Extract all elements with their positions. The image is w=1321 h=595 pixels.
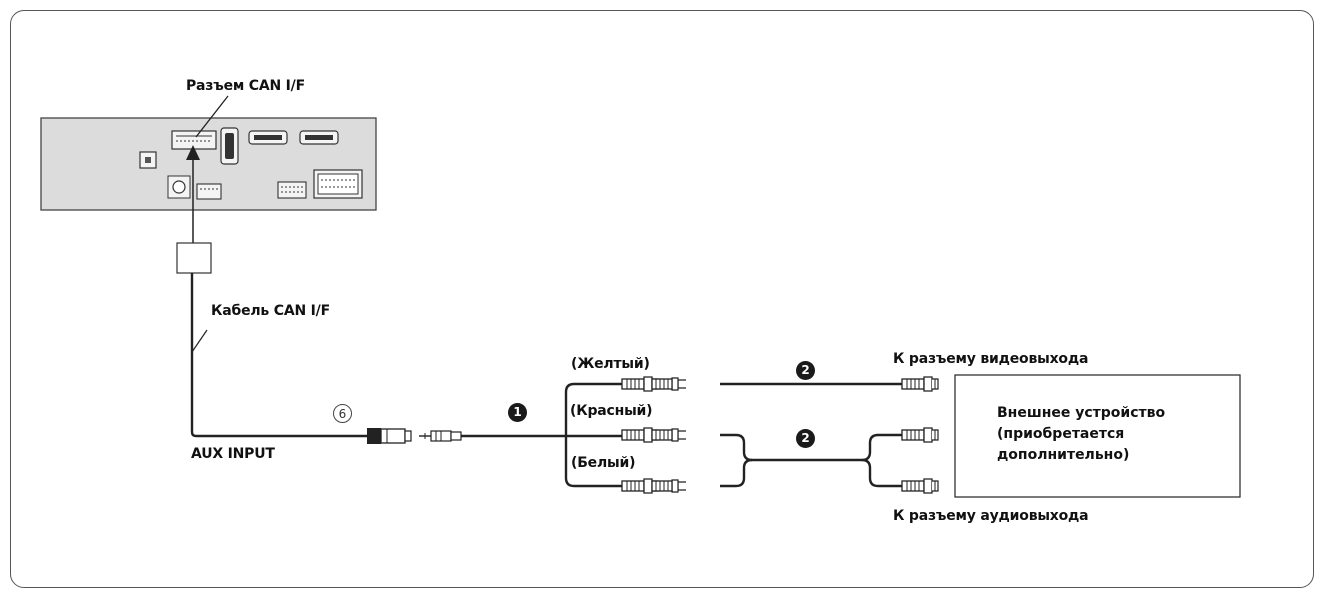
external-device-box (954, 374, 1241, 498)
red-label: (Красный) (570, 403, 653, 419)
aux-input-label: AUX INPUT (191, 446, 275, 462)
mini-plug (419, 430, 566, 442)
external-device-line2: (приобретается (997, 426, 1125, 442)
video-cable-callout: 2 (796, 361, 815, 380)
audio-out-label: К разъему аудиовыхода (893, 508, 1089, 524)
external-device-line1: Внешнее устройство (997, 405, 1166, 421)
external-device-line3: дополнительно) (997, 447, 1130, 463)
video-cable (651, 376, 939, 392)
audio-cable (651, 427, 939, 494)
audio-cable-callout: 2 (796, 429, 815, 448)
can-connector-label: Разъем CAN I/F (186, 78, 305, 94)
can-connector-leader (195, 95, 229, 138)
rca-splitter-cable (564, 376, 659, 494)
can-cable (176, 145, 367, 438)
rca-cable-callout: 1 (508, 403, 527, 422)
can-cable-leader (191, 329, 208, 353)
yellow-label: (Желтый) (571, 356, 650, 372)
head-unit-panel (40, 117, 377, 211)
video-out-label: К разъему видеовыхода (893, 351, 1089, 367)
aux-cable-callout: 6 (333, 404, 352, 423)
can-cable-label: Кабель CAN I/F (211, 303, 330, 319)
white-label: (Белый) (571, 455, 636, 471)
aux-jack (367, 428, 412, 444)
external-device-text: Внешнее устройство (приобретается дополн… (997, 403, 1165, 466)
